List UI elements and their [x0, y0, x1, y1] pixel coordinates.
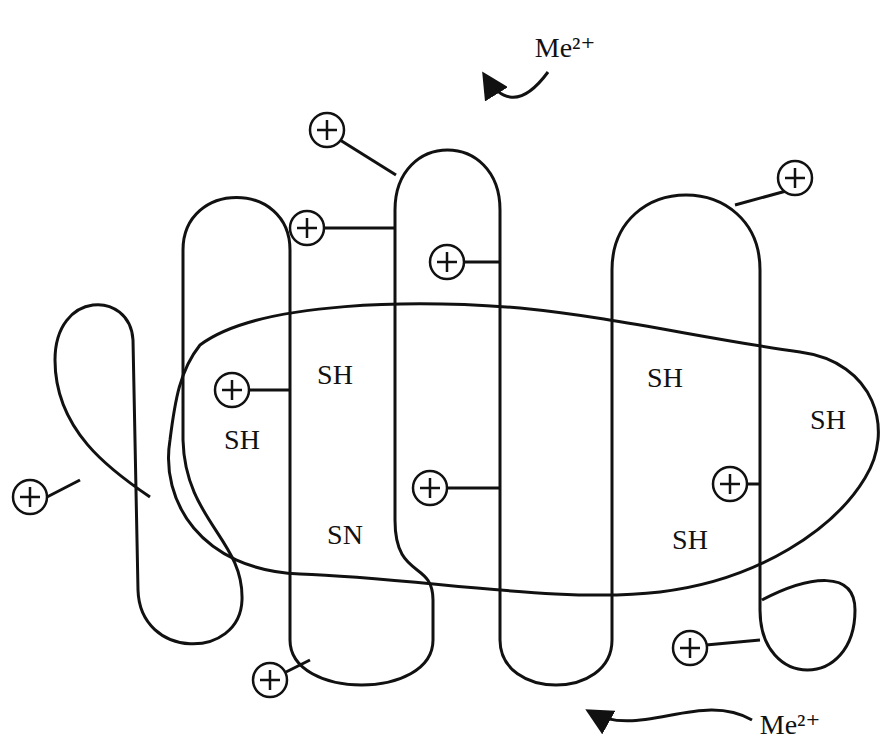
plus-sign	[222, 380, 242, 400]
ion-label: Me²⁺	[533, 33, 598, 64]
charge-circle	[310, 113, 344, 147]
plus-sign	[297, 218, 317, 238]
charge-circle	[673, 631, 707, 665]
plus-sign	[680, 638, 700, 658]
ion-arrow	[590, 710, 752, 721]
protein-outline	[169, 304, 879, 595]
group-label: SN	[325, 520, 365, 551]
charge-circle	[253, 663, 287, 697]
plus-sign	[437, 252, 457, 272]
plus-sign	[20, 487, 40, 507]
group-label: SH	[670, 525, 710, 556]
charge-circle	[13, 480, 47, 514]
plus-sign	[260, 670, 280, 690]
charge-circle	[778, 161, 812, 195]
charge-circle	[413, 471, 447, 505]
charge-circle	[713, 467, 747, 501]
plus-sign	[317, 120, 337, 140]
charge-circle	[290, 211, 324, 245]
group-label: SH	[315, 360, 355, 391]
plus-sign	[720, 474, 740, 494]
charge-circle	[430, 245, 464, 279]
polypeptide-chain	[55, 150, 855, 685]
ion-label: Me²⁺	[758, 710, 823, 741]
plus-sign	[420, 478, 440, 498]
plus-sign	[785, 168, 805, 188]
group-label: SH	[222, 425, 262, 456]
positive-charges	[13, 113, 812, 697]
group-label: SH	[808, 405, 848, 436]
charge-circle	[215, 373, 249, 407]
ion-arrow	[485, 72, 548, 97]
charge-stems	[47, 140, 808, 672]
group-label: SH	[645, 363, 685, 394]
